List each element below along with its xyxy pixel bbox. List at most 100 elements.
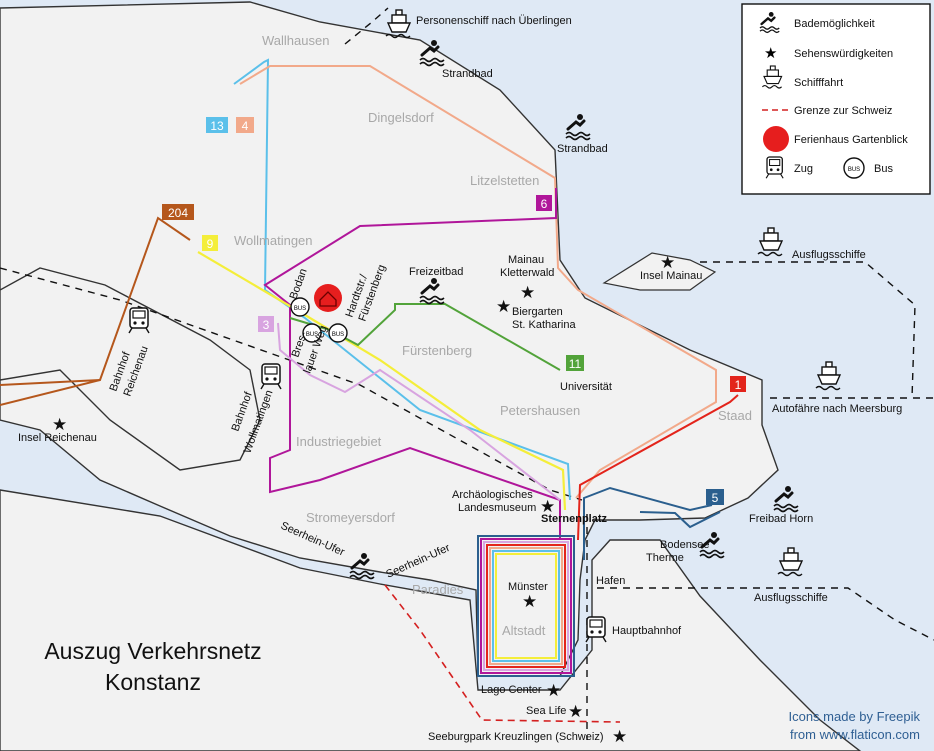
bus-stops: BUS BUS BUS xyxy=(290,297,348,343)
icon-credit: Icons made by Freepik from www.flaticon.… xyxy=(788,709,920,742)
label-ausflugsschiffe-1: Ausflugsschiffe xyxy=(792,249,866,261)
house-icon xyxy=(314,284,342,312)
label-insel-reichenau: Insel Reichenau xyxy=(18,432,97,444)
title-line-1: Auszug Verkehrsnetz xyxy=(44,638,261,664)
ferry-routes xyxy=(0,7,934,740)
badge-13: 13 xyxy=(206,117,228,133)
svg-text:6: 6 xyxy=(541,197,548,211)
legend-border: Grenze zur Schweiz xyxy=(794,105,892,117)
map-title: Auszug Verkehrsnetz Konstanz xyxy=(44,638,261,695)
line-9 xyxy=(197,251,567,511)
label-strandbad-1: Strandbad xyxy=(442,68,493,80)
badge-11: 11 xyxy=(566,355,584,371)
label-personenschiff: Personenschiff nach Überlingen xyxy=(416,15,572,27)
district-dingelsdorf: Dingelsdorf xyxy=(368,110,434,125)
bus-icon: BUS xyxy=(302,323,322,343)
badge-5: 5 xyxy=(706,489,724,505)
altstadt-loop xyxy=(477,535,575,677)
label-seeburgpark: Seeburgpark Kreuzlingen (Schweiz) xyxy=(428,731,603,743)
svg-text:9: 9 xyxy=(207,237,214,251)
label-freibad-horn: Freibad Horn xyxy=(749,513,813,525)
svg-text:BUS: BUS xyxy=(294,306,306,312)
label-strandbad-2: Strandbad xyxy=(557,143,608,155)
line-4 xyxy=(239,65,717,499)
sight-stars: ★ ★ ★ ★ ★ ★ ★ ★ ★ xyxy=(52,253,675,746)
title-line-2: Konstanz xyxy=(105,669,201,695)
star-icon: ★ xyxy=(612,727,627,746)
label-hafen: Hafen xyxy=(596,575,625,587)
district-stromeyersdorf: Stromeyersdorf xyxy=(306,510,395,525)
legend-house: Ferienhaus Gartenblick xyxy=(794,134,908,146)
legend-ship: Schifffahrt xyxy=(794,77,843,89)
district-wallhausen: Wallhausen xyxy=(262,33,329,48)
district-litzelstetten: Litzelstetten xyxy=(470,173,539,188)
star-icon: ★ xyxy=(496,297,511,316)
svg-text:5: 5 xyxy=(712,491,719,505)
badge-204: 204 xyxy=(162,204,194,220)
bus-icon: BUS xyxy=(290,297,310,317)
svg-text:BUS: BUS xyxy=(332,332,344,338)
label-bodensee: Bodensee xyxy=(660,539,710,551)
star-icon: ★ xyxy=(764,45,777,62)
swiss-border xyxy=(384,584,621,723)
star-icon: ★ xyxy=(522,592,537,611)
line-5 xyxy=(583,486,713,560)
district-petershausen: Petershausen xyxy=(500,403,580,418)
svg-text:3: 3 xyxy=(263,318,270,332)
svg-text:BUS: BUS xyxy=(848,167,860,173)
label-freizeitbad: Freizeitbad xyxy=(409,266,463,278)
star-icon: ★ xyxy=(540,497,555,516)
label-universitaet: Universität xyxy=(560,381,612,393)
badge-9: 9 xyxy=(202,235,218,251)
line-badges: 13 4 6 204 9 3 11 1 5 xyxy=(162,117,746,505)
legend: Bademöglichkeit ★ Sehenswürdigkeiten Sch… xyxy=(741,3,931,195)
legend-bus: Bus xyxy=(874,163,893,175)
line-6 xyxy=(263,188,561,540)
label-therme: Therme xyxy=(646,552,684,564)
label-museum-2: Landesmuseum xyxy=(458,502,536,514)
credit-line-1: Icons made by Freepik xyxy=(788,709,920,724)
line-1 xyxy=(577,394,739,541)
district-fuerstenberg: Fürstenberg xyxy=(402,343,472,358)
bus-icon: BUS xyxy=(328,323,348,343)
credit-line-2: from www.flaticon.com xyxy=(790,727,920,742)
svg-text:1: 1 xyxy=(735,378,742,392)
house-icon xyxy=(763,126,789,152)
line-3 xyxy=(277,322,561,501)
svg-text:13: 13 xyxy=(210,119,224,133)
label-autofaehre: Autofähre nach Meersburg xyxy=(772,403,902,415)
island-mainau xyxy=(602,252,717,291)
land-south xyxy=(0,489,862,751)
district-altstadt: Altstadt xyxy=(502,623,546,638)
badge-3: 3 xyxy=(258,316,274,332)
district-wollmatingen: Wollmatingen xyxy=(234,233,313,248)
label-sea-life: Sea Life xyxy=(526,705,566,717)
star-icon: ★ xyxy=(520,283,535,302)
star-icon: ★ xyxy=(568,702,583,721)
bus-icon xyxy=(843,157,865,179)
svg-text:4: 4 xyxy=(242,119,249,133)
badge-4: 4 xyxy=(236,117,254,133)
district-labels: Wallhausen Dingelsdorf Litzelstetten Wol… xyxy=(234,33,752,638)
star-icon: ★ xyxy=(52,415,67,434)
label-muenster: Münster xyxy=(508,581,548,593)
label-mainau: Mainau xyxy=(508,254,544,266)
land-reichenau xyxy=(0,267,261,471)
label-kletterwald: Kletterwald xyxy=(500,267,554,279)
svg-text:204: 204 xyxy=(168,206,188,220)
label-museum-1: Archäologisches xyxy=(452,489,533,501)
legend-sights: Sehenswürdigkeiten xyxy=(794,48,893,60)
badge-6: 6 xyxy=(536,195,552,211)
line-204 xyxy=(0,216,191,406)
label-lago-center: Lago Center xyxy=(481,684,542,696)
district-paradies: Paradies xyxy=(412,582,464,597)
star-icon: ★ xyxy=(546,681,561,700)
label-ausflugsschiffe-2: Ausflugsschiffe xyxy=(754,592,828,604)
label-hauptbahnhof: Hauptbahnhof xyxy=(612,625,682,637)
svg-text:BUS: BUS xyxy=(306,332,318,338)
label-sternenplatz: Sternenplatz xyxy=(541,513,608,525)
svg-text:11: 11 xyxy=(569,357,582,371)
label-st-katharina: St. Katharina xyxy=(512,319,576,331)
legend-bathing: Bademöglichkeit xyxy=(794,18,875,30)
